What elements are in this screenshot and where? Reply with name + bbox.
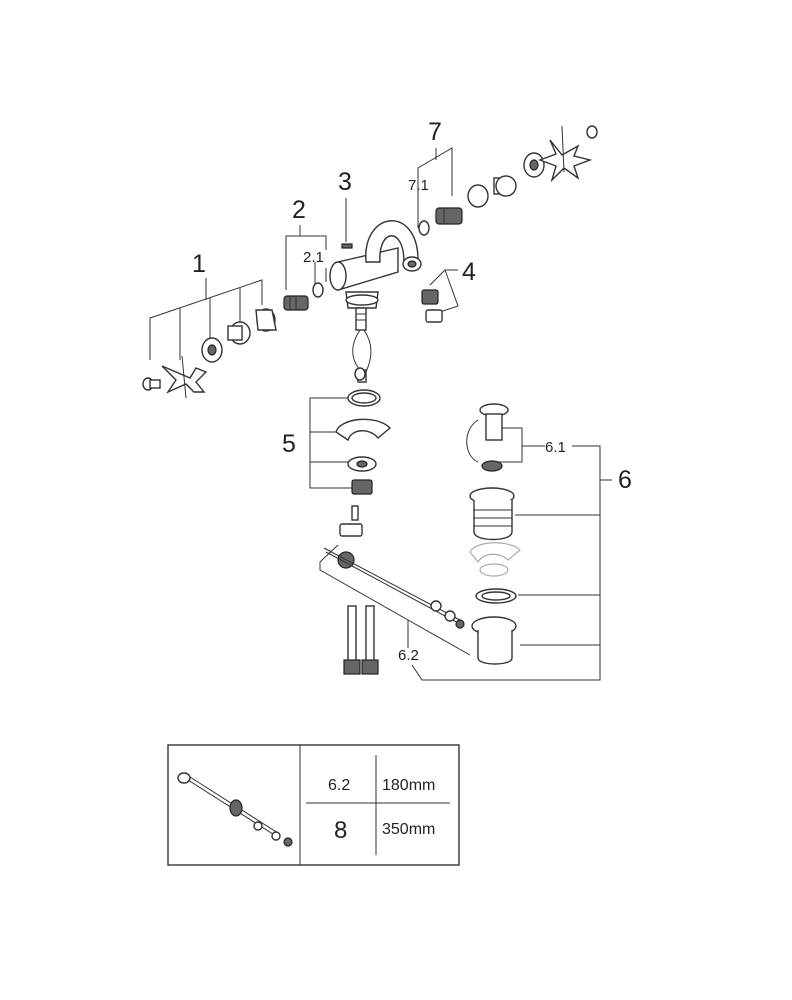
callout-1: 1 <box>192 250 206 278</box>
leader-lines-7 <box>417 147 453 228</box>
waste-mounting-parts <box>335 367 392 495</box>
table-part-8: 8 <box>334 817 347 844</box>
mounting-studs <box>343 605 379 675</box>
callout-3: 3 <box>338 168 352 196</box>
table-length-8: 350mm <box>382 821 435 838</box>
callout-2: 2 <box>292 196 306 224</box>
callout-4: 4 <box>462 258 476 286</box>
callout-6-1: 6.1 <box>545 439 566 456</box>
left-cartridge <box>283 282 324 311</box>
leader-lines-4 <box>429 269 459 313</box>
table-length-6-2: 180mm <box>382 777 435 794</box>
leader-lines-6 <box>411 427 612 681</box>
drain-rod-assembly <box>323 505 465 629</box>
rod-illustration <box>177 772 293 847</box>
callout-6-2: 6.2 <box>398 647 419 664</box>
aerator-parts <box>421 289 443 323</box>
table-part-6-2: 6.2 <box>328 777 350 794</box>
leader-lines-1 <box>149 278 263 360</box>
right-handle-assembly <box>418 125 598 236</box>
pop-up-drain <box>466 403 521 665</box>
callout-2-1: 2.1 <box>303 249 324 266</box>
leader-lines-5 <box>309 397 355 489</box>
callout-6: 6 <box>618 466 632 494</box>
callout-5: 5 <box>282 430 296 458</box>
left-handle-assembly <box>142 308 277 399</box>
callout-7: 7 <box>428 118 442 146</box>
faucet-body <box>329 220 422 383</box>
rod-length-table: 6.2 180mm 8 350mm <box>167 744 460 866</box>
